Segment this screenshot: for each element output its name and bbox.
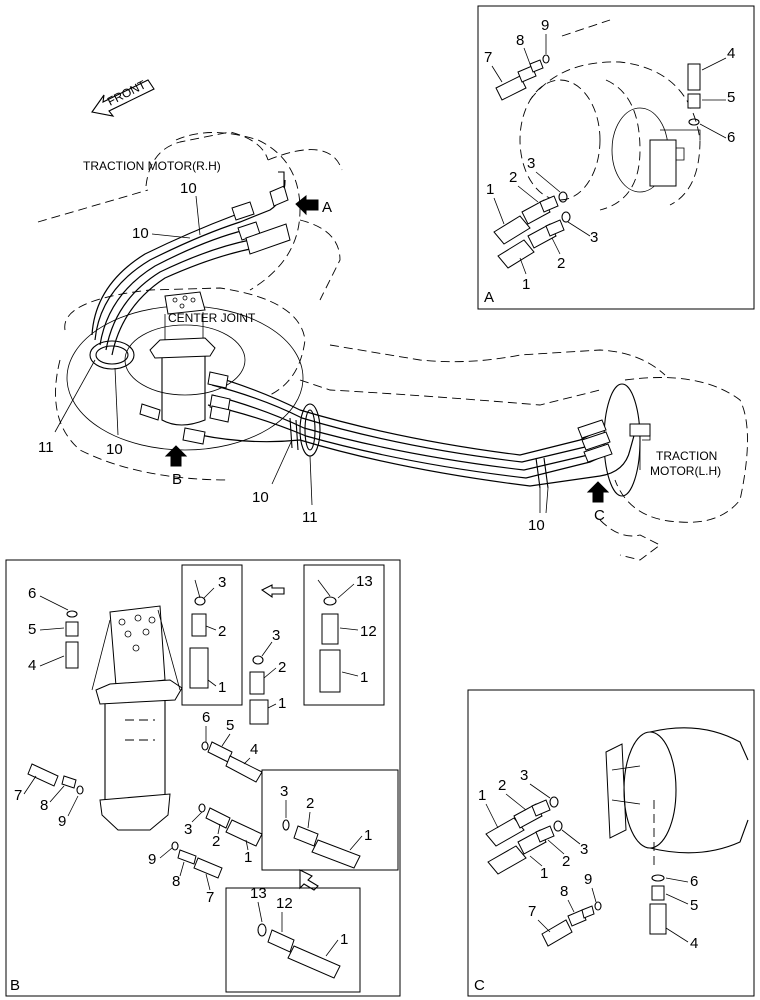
- track-frame-outline: [55, 287, 601, 481]
- callout: 2: [278, 659, 286, 676]
- callout: 5: [727, 89, 735, 106]
- callout: 1: [486, 181, 494, 198]
- callout: 9: [541, 17, 549, 34]
- callout: 1: [540, 865, 548, 882]
- callout: 5: [28, 621, 36, 638]
- panel-c-letter: C: [474, 977, 485, 994]
- callout: 8: [516, 32, 524, 49]
- hose-clamp-left: [89, 340, 135, 370]
- callout: 8: [560, 883, 568, 900]
- callout: 10: [528, 517, 545, 534]
- callout: 3: [520, 767, 528, 784]
- panel-a-callouts: 9 8 7 4 5 6 3 2 1 3 2 1: [484, 17, 735, 293]
- callout: 1: [478, 787, 486, 804]
- center-joint-label: CENTER JOINT: [168, 311, 256, 325]
- traction-motor-rh-label: TRACTION MOTOR(R.H): [83, 159, 221, 173]
- front-label: FRONT: [105, 77, 149, 109]
- callout: 2: [562, 853, 570, 870]
- callout: 13: [250, 885, 267, 902]
- hose-bundle-lh: [139, 371, 651, 489]
- detail-panel-c: C 1 2 3 1 2: [467, 689, 755, 997]
- panel-c-callouts: 1 2 3 1 2 3 7 8 9 6 5 4: [478, 767, 698, 952]
- callout: 1: [218, 679, 226, 696]
- callout: 2: [557, 255, 565, 272]
- main-assembly-view: FRONT CENTER JOINT: [37, 77, 748, 561]
- callout: 10: [252, 489, 269, 506]
- view-a-label: A: [322, 199, 332, 216]
- callout: 12: [360, 623, 377, 640]
- callout: 9: [584, 871, 592, 888]
- callout: 2: [212, 833, 220, 850]
- center-joint: CENTER JOINT: [149, 291, 256, 426]
- callout: 3: [527, 155, 535, 172]
- callout: 4: [28, 657, 36, 674]
- callout: 10: [106, 441, 123, 458]
- traction-motor-lh-label-1: TRACTION: [656, 449, 717, 463]
- callout: 7: [528, 903, 536, 920]
- detail-panel-a: A 9 8 7 4: [477, 5, 755, 310]
- panel-b-callouts: 6 5 4 3 2 1 13 12 1 3 2 1 6 5: [14, 573, 377, 957]
- frame-outline-bottom-right: [599, 519, 661, 561]
- callout: 4: [250, 741, 258, 758]
- view-c-label: C: [594, 507, 605, 524]
- callout: 6: [28, 585, 36, 602]
- callout: 7: [484, 49, 492, 66]
- callout: 6: [690, 873, 698, 890]
- panel-a-letter: A: [484, 289, 494, 306]
- callout: 1: [364, 827, 372, 844]
- frame-outline-upper: [37, 132, 301, 291]
- detail-panel-b: B: [5, 559, 401, 997]
- callout: 5: [690, 897, 698, 914]
- callout: 1: [340, 931, 348, 948]
- frame-outline-right-lower: [329, 344, 666, 376]
- callout: 3: [580, 841, 588, 858]
- callout: 7: [14, 787, 22, 804]
- callout: 3: [590, 229, 598, 246]
- callout: 2: [218, 623, 226, 640]
- view-a-arrow: [295, 194, 319, 216]
- traction-motor-rh-outline: [145, 131, 269, 187]
- callout: 3: [184, 821, 192, 838]
- callout: 1: [278, 695, 286, 712]
- callout: 2: [306, 795, 314, 812]
- callout: 10: [180, 180, 197, 197]
- callout: 9: [148, 851, 156, 868]
- callout: 8: [40, 797, 48, 814]
- callout: 11: [38, 439, 54, 456]
- callout: 7: [206, 889, 214, 906]
- callout: 9: [58, 813, 66, 830]
- callout: 2: [498, 777, 506, 794]
- callout: 12: [276, 895, 293, 912]
- hose-bundle-rh: [91, 171, 291, 356]
- callout: 3: [280, 783, 288, 800]
- callout: 3: [272, 627, 280, 644]
- view-b-arrow: [164, 445, 188, 467]
- view-b-label: B: [172, 471, 182, 488]
- callout: 5: [226, 717, 234, 734]
- main-callouts: 10 10 11 10 10 11 10: [38, 180, 549, 534]
- center-joint-detail: [91, 605, 183, 831]
- callout: 8: [172, 873, 180, 890]
- callout: 6: [202, 709, 210, 726]
- callout: 1: [360, 669, 368, 686]
- callout: 1: [244, 849, 252, 866]
- callout: 2: [509, 169, 517, 186]
- callout: 11: [302, 509, 318, 526]
- callout: 13: [356, 573, 373, 590]
- front-arrow: FRONT: [91, 77, 155, 117]
- panel-b-letter: B: [10, 977, 20, 994]
- callout: 6: [727, 129, 735, 146]
- callout: 10: [132, 225, 149, 242]
- frame-outline-top-right: [267, 149, 343, 301]
- callout: 1: [522, 276, 530, 293]
- callout: 4: [727, 45, 735, 62]
- callout: 4: [690, 935, 698, 952]
- traction-motor-lh-label-2: MOTOR(L.H): [650, 464, 721, 478]
- callout: 3: [218, 574, 226, 591]
- view-c-arrow: [586, 481, 610, 503]
